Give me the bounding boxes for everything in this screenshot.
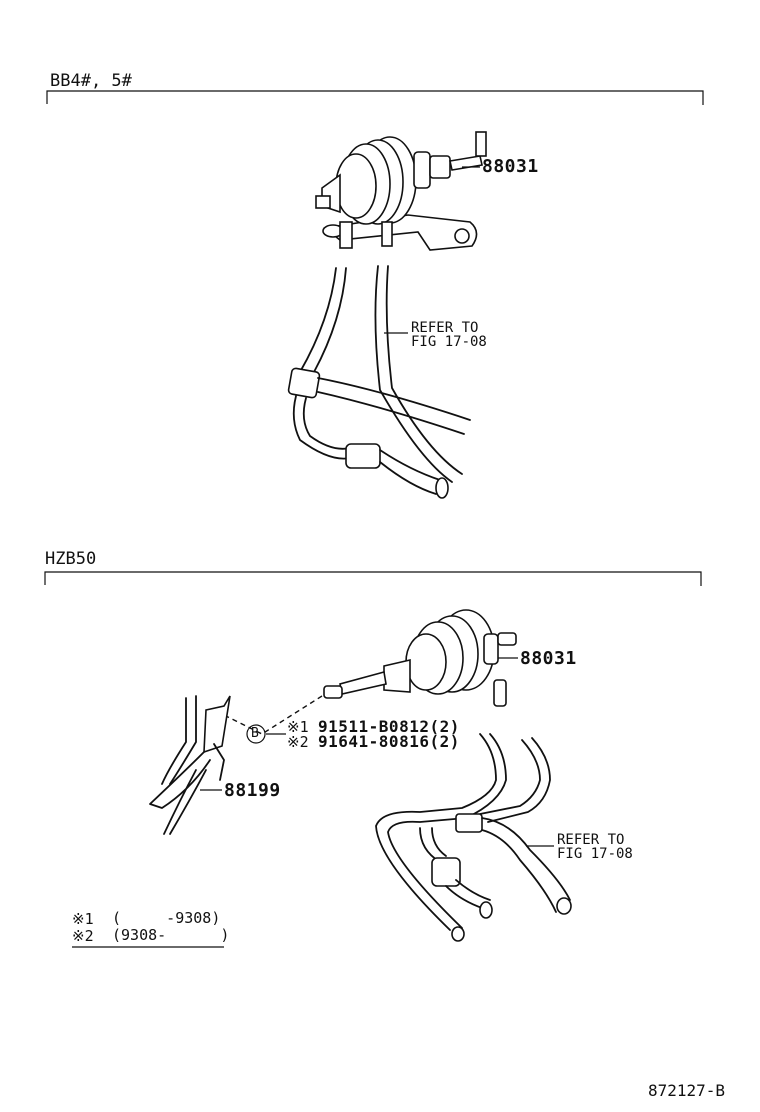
section-1-frame bbox=[46, 90, 704, 105]
callout-88031-bottom: 88031 bbox=[520, 648, 577, 669]
section-1-title: BB4#, 5# bbox=[50, 71, 132, 91]
refer-bottom-line2: FIG 17-08 bbox=[557, 846, 633, 862]
bolt-item-2-part: 91641-80816(2) bbox=[318, 732, 460, 751]
bolt-item-2-mark: ※2 bbox=[287, 733, 309, 751]
hose-assembly-bottom bbox=[375, 733, 572, 942]
section-2-title: HZB50 bbox=[45, 549, 97, 569]
leader-dashed-bolt bbox=[221, 695, 323, 735]
hose-assembly-top bbox=[287, 265, 471, 499]
bolt-item-1-part: 91511-B0812(2) bbox=[318, 717, 460, 736]
figure-id: 872127-B bbox=[648, 1081, 726, 1100]
bracket-88199 bbox=[149, 695, 231, 835]
bolt-item-1-mark: ※1 bbox=[287, 718, 309, 736]
section-2-frame bbox=[44, 571, 702, 586]
footnote-1-mark: ※1 bbox=[72, 910, 94, 928]
refer-top-line2: FIG 17-08 bbox=[411, 334, 487, 350]
callout-88031-top: 88031 bbox=[482, 156, 539, 177]
actuator-88031-top bbox=[315, 131, 487, 251]
bolt-marker-letter: B bbox=[251, 726, 259, 741]
footnote-2-range: (9308- ) bbox=[112, 926, 230, 944]
actuator-88031-bottom bbox=[323, 609, 517, 707]
bolt-marker-circle bbox=[246, 724, 266, 744]
footnote-2-mark: ※2 bbox=[72, 927, 94, 945]
refer-top-line1: REFER TO bbox=[411, 320, 479, 336]
footnote-1-range: ( -9308) bbox=[112, 909, 221, 927]
callout-88199: 88199 bbox=[224, 780, 281, 801]
refer-bottom-line1: REFER TO bbox=[557, 832, 625, 848]
